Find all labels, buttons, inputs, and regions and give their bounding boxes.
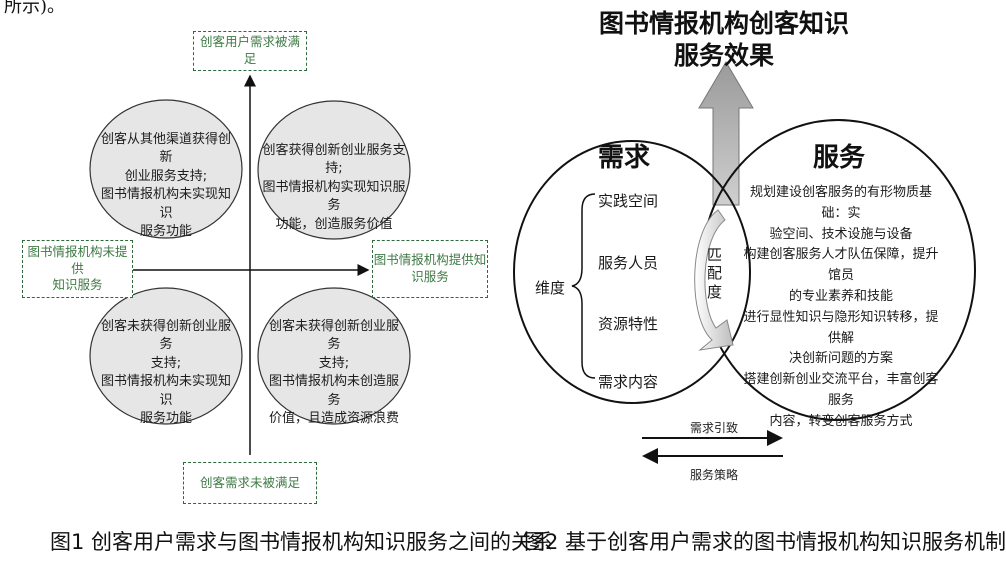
fig2-title: 图书情报机构创客知识 服务效果	[598, 9, 849, 70]
fig2-match-curved-arrow	[694, 209, 734, 351]
fig1-axis-top-label: 创客用户需求被满足	[193, 31, 307, 71]
fig2-service-list: 规划建设创客服务的有形物质基础：实 验空间、技术设施与设备 构建创客服务人才队伍…	[738, 183, 944, 433]
fig1-axis-left-label: 图书情报机构未提供 知识服务	[22, 240, 133, 298]
fig2-dimension-item: 资源特性	[598, 315, 659, 333]
fig1-quadrant-top-left-text: 创客从其他渠道获得创新 创业服务支持; 图书情报机构未实现知识 服务功能	[100, 132, 231, 240]
fig2-demand-title: 需求	[598, 143, 651, 173]
fig2-service-arrow-label: 服务策略	[690, 468, 739, 482]
fig2-dimension-brace	[571, 193, 596, 379]
fig2-service-line: 构建创客服务人才队伍保障，提升馆员	[743, 247, 939, 284]
fig2-demand-arrow-label: 需求引致	[690, 421, 739, 435]
fig2-service-title: 服务	[813, 143, 866, 173]
fig2-service-line: 内容，转变创客服务方式	[769, 413, 913, 429]
fig2-service-line: 验空间、技术设施与设备	[769, 226, 913, 242]
fig2-service-line: 决创新问题的方案	[788, 351, 893, 367]
fig1-quadrant-top-left-ellipse	[89, 99, 243, 239]
fig2-dimension-item: 服务人员	[598, 254, 659, 272]
fig2-service-line: 进行显性知识与隐形知识转移，提供解	[743, 309, 939, 346]
fig1-quadrant-top-right-ellipse	[257, 100, 411, 240]
fig2-service-line: 规划建设创客服务的有形物质基础：实	[749, 185, 932, 221]
fig1-quadrant-bottom-right-text: 创客未获得创新创业服务 支持; 图书情报机构未创造服务 价值，且造成资源浪费	[268, 319, 399, 427]
fig2-up-arrow-shape	[698, 61, 754, 206]
fig1-quadrant-bottom-left-ellipse	[89, 287, 243, 425]
fig2-service-line: 的专业素养和技能	[788, 288, 893, 304]
fig2-dimension-label: 维度	[535, 279, 566, 297]
fig1-quadrant-bottom-right-ellipse	[257, 287, 411, 425]
fig2-demand-circle	[513, 140, 751, 404]
fig1-axis-right-label: 图书情报机构提供知 识服务	[372, 240, 488, 298]
fig2-service-line: 搭建创新创业交流平台，丰富创客服务	[743, 372, 939, 408]
fig1-caption: 图1 创客用户需求与图书情报机构知识服务之间的关系	[50, 530, 554, 554]
fig1-axis-bottom-label: 创客需求未被满足	[183, 462, 317, 504]
fig2-dimension-item: 实践空间	[598, 192, 659, 210]
fig1-quadrant-bottom-left-text: 创客未获得创新创业服务 支持; 图书情报机构未实现知识 服务功能	[100, 319, 231, 427]
top-text-fragment: 所示)。	[4, 0, 66, 17]
fig1-quadrant-top-right-text: 创客获得创新创业服务支持; 图书情报机构实现知识服务 功能，创造服务价值	[262, 143, 406, 232]
fig2-dimension-item: 需求内容	[598, 373, 659, 391]
fig2-match-label: 匹配度	[707, 246, 723, 301]
fig2-caption: 图2 基于创客用户需求的图书情报机构知识服务机制	[524, 530, 1006, 554]
